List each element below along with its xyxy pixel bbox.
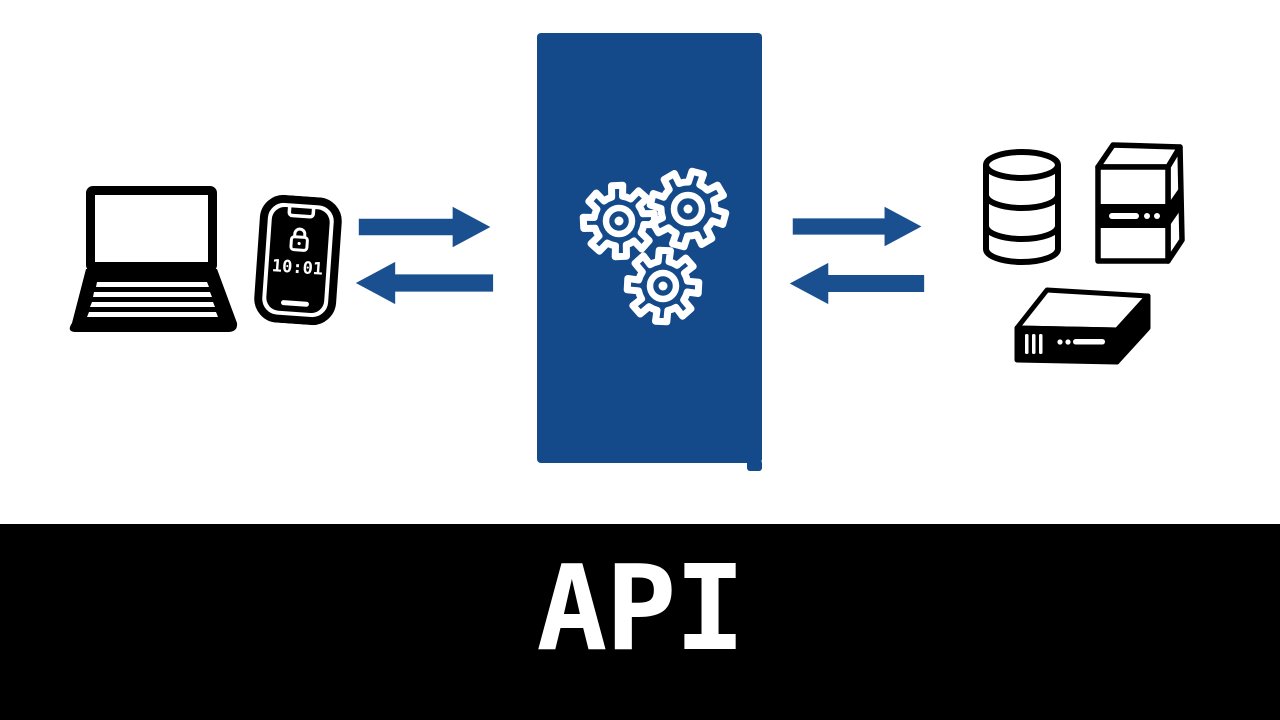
api-box-background	[537, 33, 762, 463]
phone-home-bar	[280, 300, 309, 307]
phone-time: 10:01	[271, 256, 323, 280]
api-box	[537, 33, 762, 471]
gears-icon	[579, 167, 730, 326]
api-title: API	[536, 539, 745, 677]
arrow-api-to-backend	[792, 206, 922, 247]
arrow-api-to-client	[355, 261, 494, 305]
smartphone-wrap: 10:01	[252, 193, 345, 327]
laptop-base	[69, 269, 238, 332]
server-tower-icon	[1095, 142, 1185, 264]
server-box-vents	[1025, 334, 1105, 354]
database-icon	[983, 149, 1061, 265]
laptop-screen	[95, 195, 208, 262]
smartphone-notch	[287, 205, 316, 219]
laptop-keyboard	[87, 282, 218, 317]
lock-icon	[289, 227, 309, 252]
server-box-icon	[1014, 287, 1151, 365]
smartphone-screen	[266, 206, 330, 314]
api-banner: API	[0, 524, 1280, 720]
api-box-bottom-tab	[747, 460, 762, 471]
arrow-client-to-api	[358, 206, 491, 248]
laptop-icon	[69, 186, 238, 332]
smartphone-icon: 10:01	[254, 194, 342, 326]
arrow-backend-to-api	[789, 262, 925, 305]
